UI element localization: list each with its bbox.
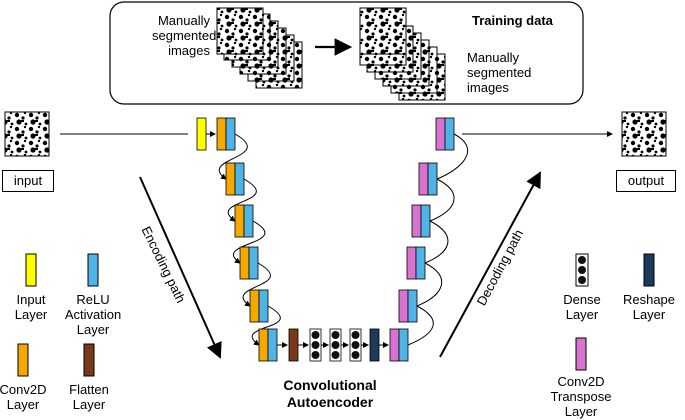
output-label: output (616, 170, 676, 192)
net-decoder-block-3-a (406, 246, 417, 280)
net-dec-link-3 (424, 220, 449, 264)
legend-conv2d-line1: Conv2D (0, 382, 47, 397)
net-dense-2-node-1 (331, 331, 340, 339)
net-dec-link-1 (407, 305, 434, 346)
net-dense-3-node-3 (351, 351, 360, 359)
legend-relu-glyph (87, 253, 99, 287)
legend-conv2d-label: Conv2D Layer (0, 382, 46, 412)
legend-input-line1: Input (16, 292, 46, 307)
net-decoder-block-5-b (427, 162, 438, 196)
left-caption-line3: images (168, 43, 210, 58)
net-input-layer (196, 117, 207, 151)
legend-flatten-line2: Layer (72, 397, 106, 412)
legend-conv2dt-line2: Transpose (550, 389, 612, 404)
manually-segmented-images-stack-right (359, 7, 446, 101)
net-dense-2-node-2 (331, 341, 340, 349)
net-encoder-block-5-b (258, 289, 269, 323)
right-caption-line2: segmented (467, 65, 532, 80)
encoding-path-arrow (139, 176, 222, 359)
legend-conv2d-transpose-glyph (575, 337, 587, 371)
net-encoder-block-5-a (249, 289, 260, 323)
legend-dense-line1: Dense (563, 292, 601, 307)
legend-conv2dt-line1: Conv2D (557, 374, 605, 389)
left-caption-line2: segmented (152, 28, 217, 43)
net-dec-link-5 (436, 133, 468, 180)
net-decoder-block-1-a (389, 328, 400, 362)
net-dense-1-node-2 (311, 341, 320, 349)
net-decoder-block-6-a (435, 117, 446, 151)
network-layers (196, 117, 468, 362)
net-dense-1-node-1 (311, 331, 320, 339)
legend-input-label: Input Layer (15, 292, 48, 322)
legend-flatten-glyph (83, 343, 95, 377)
net-enc-link-3 (232, 220, 266, 264)
legend-reshape-glyph (643, 253, 655, 287)
left-caption-line1: Manually (157, 13, 210, 28)
net-decoder-block-4-a (411, 204, 422, 238)
net-encoder-block-1-a (216, 117, 227, 151)
net-enc-link-4 (242, 262, 271, 307)
net-enc-link-1 (218, 133, 248, 180)
net-encoder-block-3-b (243, 204, 254, 238)
net-encoder-block-1-b (225, 117, 236, 151)
right-caption-line3: images (467, 80, 509, 95)
legend-reshape-line2: Layer (632, 307, 666, 322)
net-flatten (288, 328, 299, 362)
net-decoder-block-6-b (444, 117, 455, 151)
legend-conv2d-glyph (17, 343, 29, 377)
legend-input-layer-glyph (25, 253, 37, 287)
net-encoder-block-3-a (234, 204, 245, 238)
manually-segmented-images-stack-left (216, 7, 303, 89)
net-encoder-block-4-a (239, 246, 250, 280)
net-encoder-block-6-a (258, 328, 269, 362)
legend-reshape-line1: Reshape (622, 292, 676, 307)
net-dec-link-4 (429, 178, 455, 222)
net-encoder-block-2-b (234, 162, 245, 196)
training-data-title: Training data (472, 13, 553, 28)
legend-relu-line2: Activation (64, 307, 122, 322)
right-caption-line1: Manually (467, 50, 520, 65)
net-encoder-block-4-b (248, 246, 259, 280)
input-label: input (2, 170, 54, 192)
legend-input-line2: Layer (14, 307, 48, 322)
legend-relu-line1: ReLU (76, 292, 110, 307)
legend-dense-label: Dense Layer (563, 292, 601, 322)
net-dense-2-node-3 (331, 351, 340, 359)
net-dec-link-2 (416, 262, 443, 307)
center-title-line2: Autoencoder (286, 394, 374, 410)
center-title-line1: Convolutional (283, 377, 377, 393)
legend-glyphs (17, 253, 655, 377)
net-reshape (369, 328, 380, 362)
legend-dense-glyph (575, 253, 589, 287)
decoding-path-arrow (439, 171, 541, 358)
net-encoder-block-6-b (267, 328, 278, 362)
input-image (4, 111, 50, 157)
legend-flatten-label: Flatten Layer (69, 382, 109, 412)
net-enc-link-5 (251, 305, 281, 346)
legend-dense-line2: Layer (565, 307, 599, 322)
legend-reshape-label: Reshape Layer (623, 292, 675, 322)
net-decoder-block-3-b (415, 246, 426, 280)
legend-conv2d-line2: Layer (6, 397, 40, 412)
legend-relu-line3: Layer (76, 322, 110, 337)
legend-relu-label: ReLU Activation Layer (65, 292, 121, 337)
legend-conv2dt-line3: Layer (564, 404, 598, 419)
net-encoder-block-2-a (225, 162, 236, 196)
right-caption: Manually segmented images (467, 50, 531, 95)
center-title: Convolutional Autoencoder (283, 377, 376, 411)
net-decoder-block-5-a (418, 162, 429, 196)
net-decoder-block-4-b (420, 204, 431, 238)
net-dense-3-node-1 (351, 331, 360, 339)
net-dense-1-node-3 (311, 351, 320, 359)
legend-conv2dt-label: Conv2D Transpose Layer (551, 374, 612, 419)
net-decoder-block-1-b (398, 328, 409, 362)
output-image (621, 111, 667, 157)
legend-flatten-line1: Flatten (69, 382, 109, 397)
net-decoder-block-2-b (407, 289, 418, 323)
net-enc-link-2 (227, 178, 257, 222)
left-caption: Manually segmented images (152, 13, 217, 58)
net-decoder-block-2-a (398, 289, 409, 323)
net-dense-3-node-2 (351, 341, 360, 349)
